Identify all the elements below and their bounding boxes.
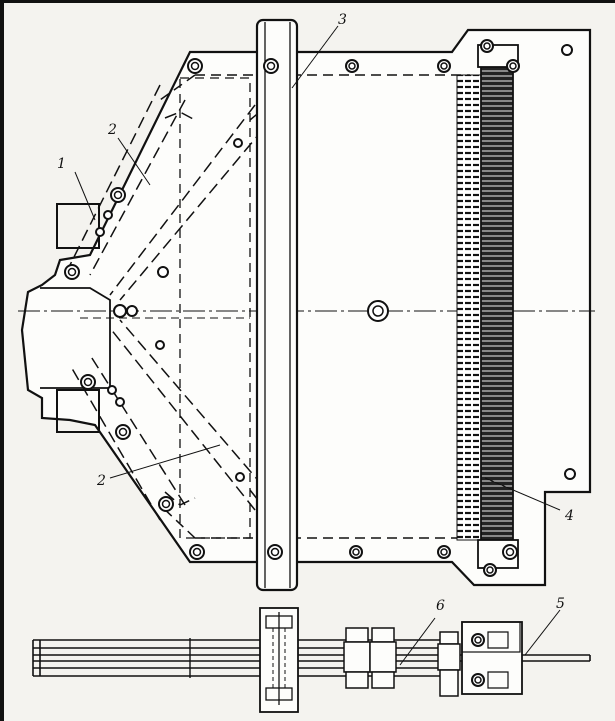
callout-6: 6 bbox=[436, 598, 445, 614]
callout-4: 4 bbox=[564, 508, 574, 524]
comb-strip bbox=[480, 51, 514, 563]
callout-3: 3 bbox=[338, 12, 347, 28]
end-clamp-block bbox=[461, 621, 523, 695]
bolt-stack bbox=[343, 627, 461, 697]
upper-guide-arm bbox=[69, 84, 276, 301]
callout-2-upper: 2 bbox=[107, 122, 117, 138]
side-view bbox=[32, 607, 591, 713]
leader-line-5 bbox=[524, 609, 561, 656]
leader-lines bbox=[74, 25, 561, 511]
leader-line-6 bbox=[399, 617, 436, 666]
top-view bbox=[18, 18, 595, 592]
hidden-rect bbox=[179, 77, 251, 539]
vertical-clamp-bar bbox=[255, 18, 299, 592]
rail-lines bbox=[33, 639, 590, 677]
hidden-outline bbox=[159, 74, 470, 539]
callout-labels: 1 2 3 4 2 5 6 bbox=[57, 12, 574, 614]
callout-5: 5 bbox=[556, 596, 565, 612]
bracket-bottom bbox=[56, 389, 100, 433]
comb-strip-outer bbox=[456, 74, 482, 541]
bracket-top bbox=[56, 203, 100, 249]
plate-outline bbox=[20, 28, 592, 587]
bolt-holes bbox=[64, 39, 576, 577]
rail-end bbox=[32, 640, 41, 676]
callout-2-lower: 2 bbox=[96, 473, 106, 489]
callout-1: 1 bbox=[57, 156, 66, 172]
